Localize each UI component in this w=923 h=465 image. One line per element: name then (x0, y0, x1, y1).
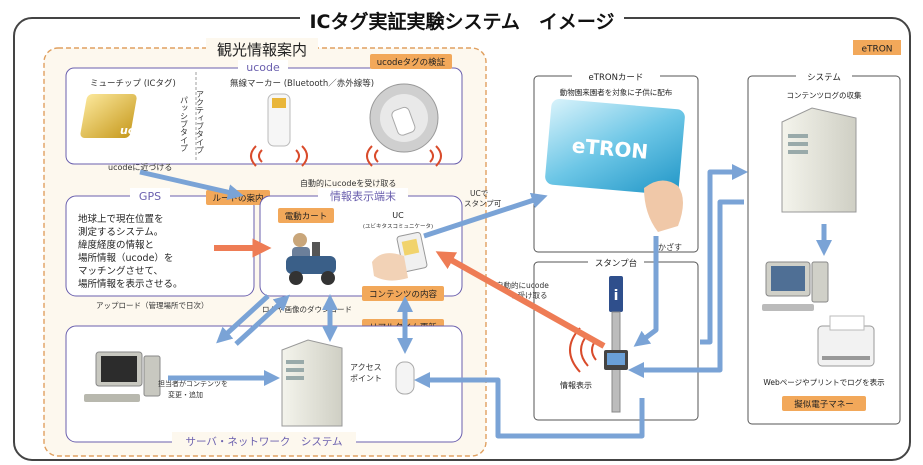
emoney-badge (782, 396, 866, 411)
arrow-system-to-stamp (627, 199, 744, 379)
blue-arrows (139, 163, 833, 439)
computer-icon (84, 351, 161, 402)
ucode-title: ucode (246, 61, 280, 74)
system-title: システム (807, 73, 841, 83)
auto-receive2-line: 自動的にucode (496, 280, 549, 290)
auto-receive-label: 自動的にucodeを受け取る (300, 178, 396, 188)
terminal-title: 情報表示端末 (330, 189, 396, 203)
ucode-verify-badge (370, 54, 452, 69)
gps-title: GPS (139, 190, 161, 203)
contents-badge (362, 286, 444, 301)
gps-desc-line: 緯度経度の情報と (78, 239, 154, 251)
gps-desc-line: マッチングさせて、 (78, 265, 163, 277)
editor-label-line: 変更・追加 (168, 390, 203, 399)
arrow-chip-to-terminal (139, 169, 244, 201)
gps-desc-line: 場所情報（ucode）を (78, 252, 173, 264)
gps-description: 地球上で現在位置を 測定するシステム。 緯度経度の情報と 場所情報（ucode）… (78, 213, 183, 290)
marker-label: 無線マーカー (Bluetooth／赤外線等) (230, 78, 374, 89)
arrow-download (234, 294, 290, 346)
passive-type-label: パッシブタイプ (180, 96, 189, 152)
arrow-uc-to-card (423, 192, 548, 239)
etron-badge-label: eTRON (861, 45, 892, 55)
uc-label: UC (392, 211, 404, 220)
contents-label: コンテンツの内容 (369, 289, 438, 300)
gps-desc-line: 場所情報を表示させる。 (78, 278, 183, 290)
arrow-stamp-to-uc (435, 251, 606, 349)
system-server-icon (781, 107, 857, 213)
stamp-ok-line: スタンプ可 (464, 199, 502, 208)
gps-desc-line: 測定するシステム。 (78, 226, 163, 238)
etron-badge (853, 40, 901, 55)
wireless-marker-icon (250, 93, 308, 167)
electric-cart-icon (286, 233, 336, 285)
upload-label: アップロード（管理場所で日次） (96, 300, 209, 310)
approach-label: ucodeに近づける (108, 162, 172, 172)
etron-card-desc: 動物園来園者を対象に子供に配布 (560, 87, 673, 97)
info-display-label: 情報表示 (560, 380, 592, 390)
cart-badge (278, 208, 334, 223)
auto-receive2-line: を受け取る (510, 290, 548, 300)
arrow-upload (216, 294, 270, 344)
stamp-stand-icon: i (569, 276, 628, 413)
access-point-label-line: アクセス (350, 363, 382, 372)
ucode-logo-text: ucode (120, 124, 158, 137)
server-tower-icon (281, 339, 343, 427)
log-collect-label: コンテンツログの収集 (787, 90, 862, 100)
server-title: サーバ・ネットワーク システム (185, 436, 342, 448)
ucode-verify-label: ucodeタグの検証 (377, 57, 446, 68)
uc-sub-label: (ユビキタスコミュニケータ) (363, 222, 433, 230)
download-label: ログや画像のダウンロード (262, 304, 352, 314)
gps-desc-line: 地球上で現在位置を (78, 213, 164, 225)
info-sign-label: i (614, 288, 619, 304)
arrow-stamp-to-ap (413, 371, 645, 439)
ucode-logo-icon: ucode (80, 94, 158, 138)
tourism-box-label: 観光情報案内 (217, 41, 307, 59)
arrow-stamp-to-system (700, 163, 749, 345)
printer-icon (817, 315, 875, 367)
kazasu-label: かざす (658, 242, 682, 252)
arrow-card-to-stamp (633, 236, 659, 347)
stamp-title: スタンプ台 (595, 258, 637, 269)
emoney-label: 擬似電子マネー (794, 399, 854, 410)
cart-label: 電動カート (285, 211, 328, 222)
stamp-ok-line: UCで (470, 189, 488, 198)
ceiling-marker-icon (366, 83, 442, 167)
active-type-label: アクティブタイプ (196, 90, 205, 154)
mu-chip-label: ミューチップ (ICタグ) (90, 78, 176, 89)
orange-arrows (214, 238, 606, 349)
system-pc-icon (762, 261, 829, 311)
editor-label-line: 担当者がコンテンツを (158, 379, 228, 388)
route-label: ルートの案内 (212, 193, 263, 204)
web-print-label: Webページやプリントでログを表示 (763, 377, 885, 387)
etron-card-icon: eTRON (545, 98, 685, 232)
access-point-label-line: ポイント (350, 374, 382, 383)
uc-device-icon (372, 231, 428, 281)
page-title: ICタグ実証実験システム イメージ (309, 10, 614, 33)
etron-card-title: eTRONカード (589, 73, 644, 83)
access-point-icon (395, 361, 415, 395)
